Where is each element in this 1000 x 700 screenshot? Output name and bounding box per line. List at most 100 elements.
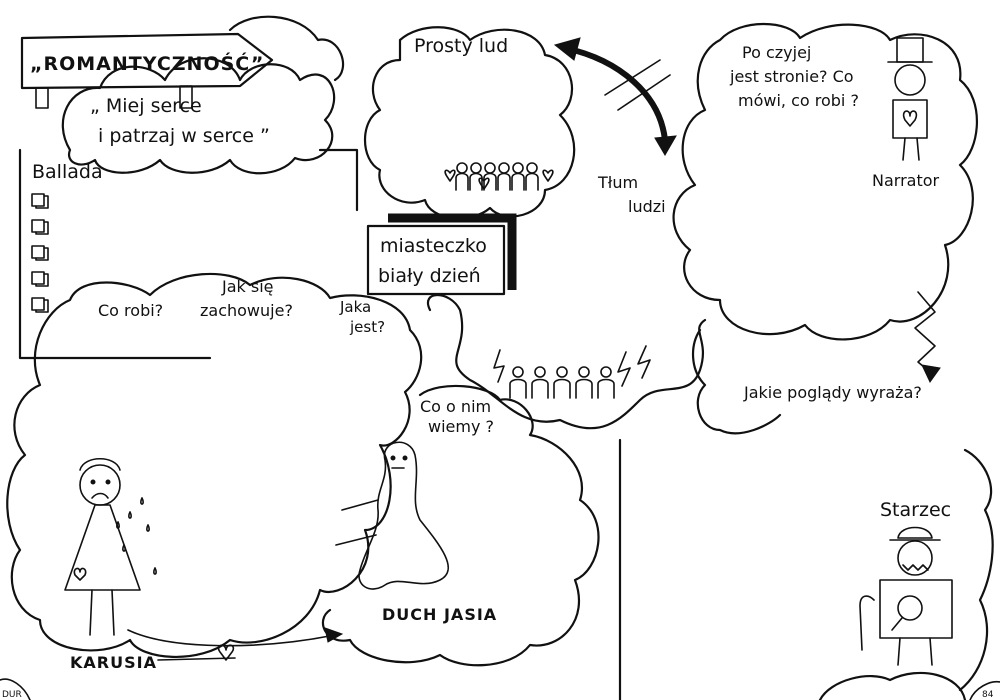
elder-section: Starzec (818, 448, 994, 700)
lightning-icon-2 (617, 351, 631, 387)
crowd-person-head (526, 162, 538, 174)
crowd-people-group (444, 162, 554, 191)
middle-person-body (531, 378, 549, 399)
ballad-checkbox-shadow (35, 247, 49, 261)
quote-cloud-top-puff (228, 15, 345, 82)
relation-arrow-head-left (553, 37, 581, 61)
karusia-head (79, 464, 121, 506)
karusia-dress (64, 504, 141, 591)
crowd-person-head (470, 162, 482, 174)
footer-left-page: DUR (2, 690, 22, 700)
views-question: Jakie poglądy wyraża? (743, 383, 922, 402)
lightning-icon-3 (637, 345, 651, 379)
relation-arrow-curve (562, 45, 668, 143)
quote-line-2: i patrzaj w serce ” (98, 125, 270, 147)
karusia-question-2a: Jak się (221, 277, 274, 296)
banner-post-left (35, 87, 49, 109)
ghost-cloud: Co o nim wiemy ? DUCH JASIA (321, 384, 600, 667)
narrator-question-3: mówi, co robi ? (738, 91, 859, 110)
karusia-sad-mouth (91, 492, 109, 499)
ballad-frame (18, 148, 359, 360)
crowd-person-head (456, 162, 468, 174)
ballad-checkbox (31, 297, 45, 311)
elder-hat (889, 526, 941, 541)
elder-figure (859, 526, 953, 666)
lightning-icon-1 (493, 349, 505, 383)
middle-person-body (597, 378, 615, 399)
narrator-question-1: Po czyjej (742, 43, 811, 62)
ballad-box: Ballada (18, 148, 359, 360)
ballad-checklist (31, 193, 49, 313)
crowd-person-head (512, 162, 524, 174)
quote-line-1: „ Miej serce (90, 95, 202, 117)
quote-cloud-outline (61, 57, 336, 175)
karusia-cloud-outline (6, 272, 423, 658)
karusia-question-1: Co robi? (98, 301, 163, 320)
crowd-heading: Prosty lud (414, 35, 508, 57)
ballad-checkbox (31, 245, 45, 259)
narrator-top-hat (896, 37, 924, 63)
relation-hatching (604, 59, 671, 111)
crowd-person-body (497, 172, 511, 191)
middle-cloud-outline (426, 294, 707, 430)
narrator-label: Narrator (872, 171, 940, 190)
karusia-heart-arrow (157, 644, 236, 661)
middle-person-body (553, 378, 571, 399)
narrator-figure (887, 37, 933, 161)
ballad-heading: Ballada (32, 161, 103, 183)
ballad-checkbox-shadow (35, 273, 49, 287)
narrator-legs (902, 137, 920, 161)
ghost-question-1: Co o nim (420, 397, 491, 416)
karusia-figure (64, 457, 157, 636)
banner-post-right (179, 85, 193, 109)
town-sign-line-2: biały dzień (378, 265, 481, 287)
crowd-cloud: Prosty lud Tłum ludzi (363, 26, 666, 220)
lightning-zigzag (914, 291, 936, 373)
karusia-question-3b: jest? (349, 318, 385, 336)
ballad-checkbox-shadow (35, 195, 49, 209)
middle-cloud (426, 294, 707, 430)
elder-head (897, 540, 933, 576)
middle-person-head (600, 366, 612, 378)
crowd-person-body (511, 172, 525, 191)
crowd-person-body (525, 172, 539, 191)
banner-title: „ROMANTYCZNOŚĆ” (30, 51, 264, 75)
karusia-eye-left (90, 479, 96, 485)
narrator-cloud: Po czyjej jest stronie? Co mówi, co robi… (672, 23, 979, 341)
karusia-to-ghost-line (127, 629, 336, 647)
relation-arrow (553, 37, 677, 156)
ghost-question-2: wiemy ? (428, 417, 494, 436)
narrator-question-2: jest stronie? Co (729, 67, 854, 86)
banner-arrow-sign (20, 32, 274, 90)
elder-legs (897, 637, 933, 666)
ballad-checkbox-shadow (35, 299, 49, 313)
crowd-heart-icon (478, 177, 490, 190)
middle-person-body (575, 378, 593, 399)
walking-cane (859, 595, 875, 651)
ghost-arms (335, 499, 379, 546)
relation-arrow-head-right (654, 135, 677, 156)
ghost-label: DUCH JASIA (382, 605, 497, 624)
karusia-heart-icon (73, 567, 87, 581)
ghost-figure (335, 441, 450, 590)
town-sign-shadow (388, 213, 517, 290)
karusia-eye-right (105, 479, 111, 485)
town-sign: miasteczko biały dzień (366, 213, 517, 296)
elder-cloud-outline (958, 448, 994, 692)
middle-person-head (512, 366, 524, 378)
karusia-label: KARUSIA (70, 653, 157, 672)
ballad-checkbox (31, 271, 45, 285)
middle-people-group (509, 366, 615, 399)
ghost-cloud-outline (321, 384, 600, 667)
crowd-label-line2: ludzi (628, 197, 666, 216)
ghost-body (358, 441, 450, 590)
ballad-checkbox (31, 193, 45, 207)
lightning-arrow-head (921, 364, 941, 383)
middle-person-body (509, 378, 527, 399)
narrator-head (894, 64, 926, 96)
elder-beard (902, 564, 929, 571)
footer-right-page: 84 (982, 690, 994, 700)
crowd-person-body (483, 172, 497, 191)
middle-person-head (578, 366, 590, 378)
